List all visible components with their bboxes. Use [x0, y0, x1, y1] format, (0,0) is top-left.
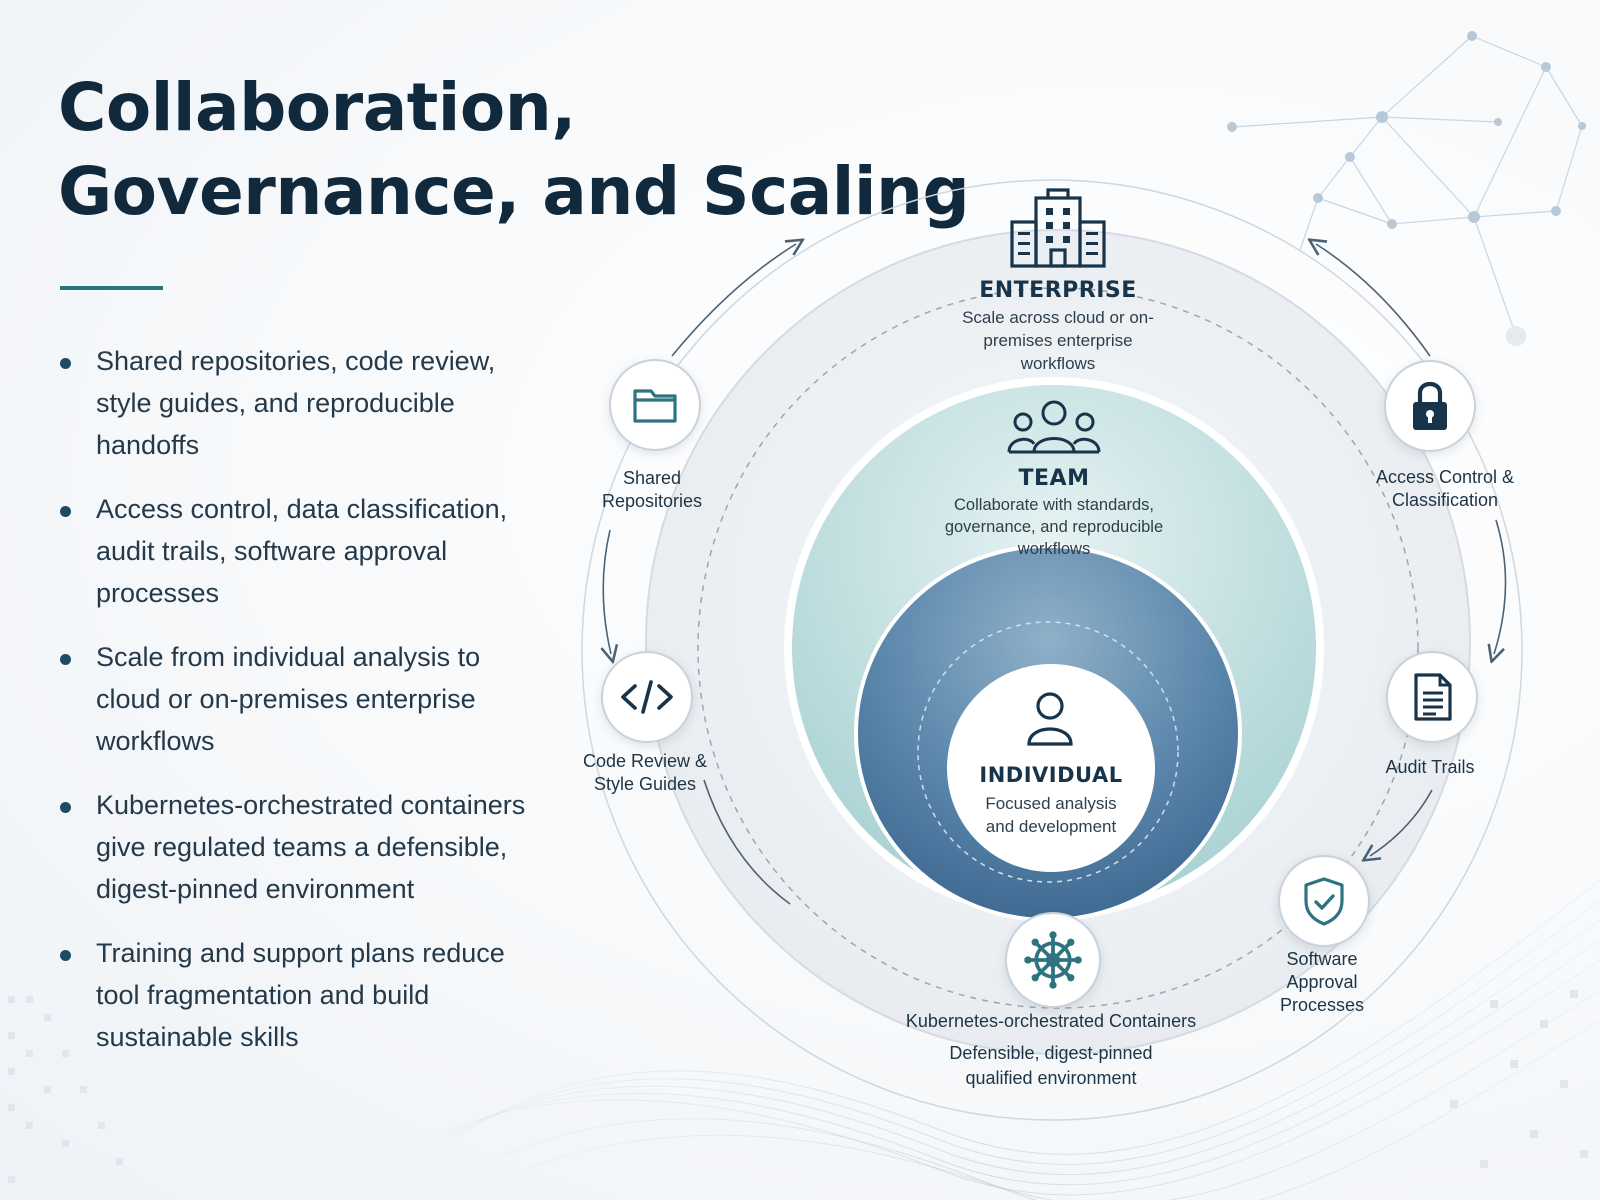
code-review-node — [601, 651, 693, 743]
individual-description: Focused analysis and development — [985, 794, 1117, 836]
enterprise-title: ENTERPRISE — [979, 278, 1137, 303]
ship-wheel-icon — [1024, 931, 1082, 989]
bullet-item: Access control, data classification, aud… — [58, 488, 528, 614]
enterprise-dashed-ring — [697, 287, 1419, 1009]
access-control-node — [1384, 360, 1476, 452]
team-title: TEAM — [1018, 466, 1090, 491]
audit-trails-node — [1386, 651, 1478, 743]
lock-icon — [1413, 381, 1447, 430]
enterprise-description: Scale across cloud or on-premises enterp… — [962, 308, 1154, 373]
arrow-left-upper — [671, 244, 796, 357]
arrow-left-bottom — [703, 779, 791, 905]
team-description: Collaborate with standards, governance, … — [944, 496, 1164, 558]
access-control-label: Access Control & Classification — [1375, 467, 1515, 510]
page-title: Collaboration, Governance, and Scaling — [58, 69, 970, 230]
arrow-right-middle — [1494, 519, 1507, 654]
individual-title: INDIVIDUAL — [979, 763, 1123, 787]
title-underline — [60, 286, 163, 290]
bullet-item: Kubernetes-orchestrated containers give … — [58, 784, 528, 910]
audit-trails-label: Audit Trails — [1385, 757, 1475, 777]
network-decoration — [1231, 35, 1583, 337]
kubernetes-description: Defensible, digest-pinned qualified envi… — [949, 1043, 1153, 1088]
building-icon — [1010, 188, 1106, 268]
kubernetes-node — [1005, 912, 1101, 1008]
bullet-item: Training and support plans reduce tool f… — [58, 932, 528, 1058]
enterprise-icon-wrap — [1006, 186, 1110, 268]
outer-orbit-ring — [581, 179, 1523, 1121]
software-approval-label: Software Approval Processes — [1279, 949, 1365, 1015]
arrow-right-upper — [1316, 244, 1431, 357]
folder-icon — [633, 389, 677, 423]
shield-check-icon — [1304, 877, 1344, 926]
code-review-label: Code Review & Style Guides — [582, 751, 708, 794]
code-icon — [621, 680, 673, 714]
bullet-item: Shared repositories, code review, style … — [58, 340, 528, 466]
team-icon — [1007, 400, 1101, 454]
individual-dashed-ring — [917, 621, 1179, 883]
individual-core — [947, 664, 1155, 872]
person-icon — [1027, 692, 1073, 746]
individual-icon-wrap — [1024, 690, 1076, 748]
arrow-right-lower — [1370, 789, 1433, 856]
wave-decoration — [379, 879, 1600, 1200]
software-approval-node — [1278, 855, 1370, 947]
shared-repositories-node — [609, 359, 701, 451]
document-icon — [1414, 673, 1452, 721]
bullet-list: Shared repositories, code review, style … — [58, 340, 528, 1080]
team-icon-wrap — [1006, 400, 1102, 456]
dot-grid-decoration — [8, 990, 1588, 1183]
network-nodes — [1227, 31, 1586, 346]
kubernetes-label: Kubernetes-orchestrated Containers — [905, 1011, 1197, 1031]
bullet-item: Scale from individual analysis to cloud … — [58, 636, 528, 762]
arrow-left-lower — [603, 529, 611, 654]
shared-repositories-label: Shared Repositories — [601, 468, 703, 511]
